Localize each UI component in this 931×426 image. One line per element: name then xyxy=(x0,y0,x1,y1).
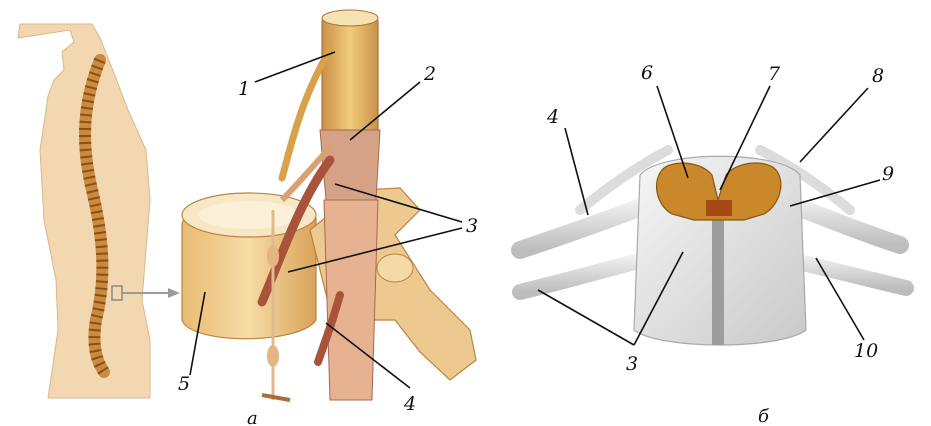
label-b-3: 3 xyxy=(626,353,638,375)
label-a-4: 4 xyxy=(403,393,416,415)
leader-line-b3-left xyxy=(538,290,634,345)
caption-b: б xyxy=(758,406,770,426)
body-silhouette xyxy=(18,24,150,398)
label-b-6: 6 xyxy=(641,62,653,84)
label-a-5: 5 xyxy=(178,373,190,395)
label-a-3: 3 xyxy=(466,215,478,237)
pointer-arrow xyxy=(112,286,180,300)
caption-a: a xyxy=(247,408,258,426)
leader-line-b8 xyxy=(800,88,868,162)
label-b-7: 7 xyxy=(768,63,781,85)
leader-line-b4 xyxy=(565,128,588,215)
label-b-8: 8 xyxy=(872,65,884,87)
label-a-1: 1 xyxy=(238,78,250,100)
label-b-10: 10 xyxy=(854,340,878,362)
label-b-4: 4 xyxy=(546,106,559,128)
label-b-9: 9 xyxy=(882,163,894,185)
label-a-2: 2 xyxy=(423,63,436,85)
